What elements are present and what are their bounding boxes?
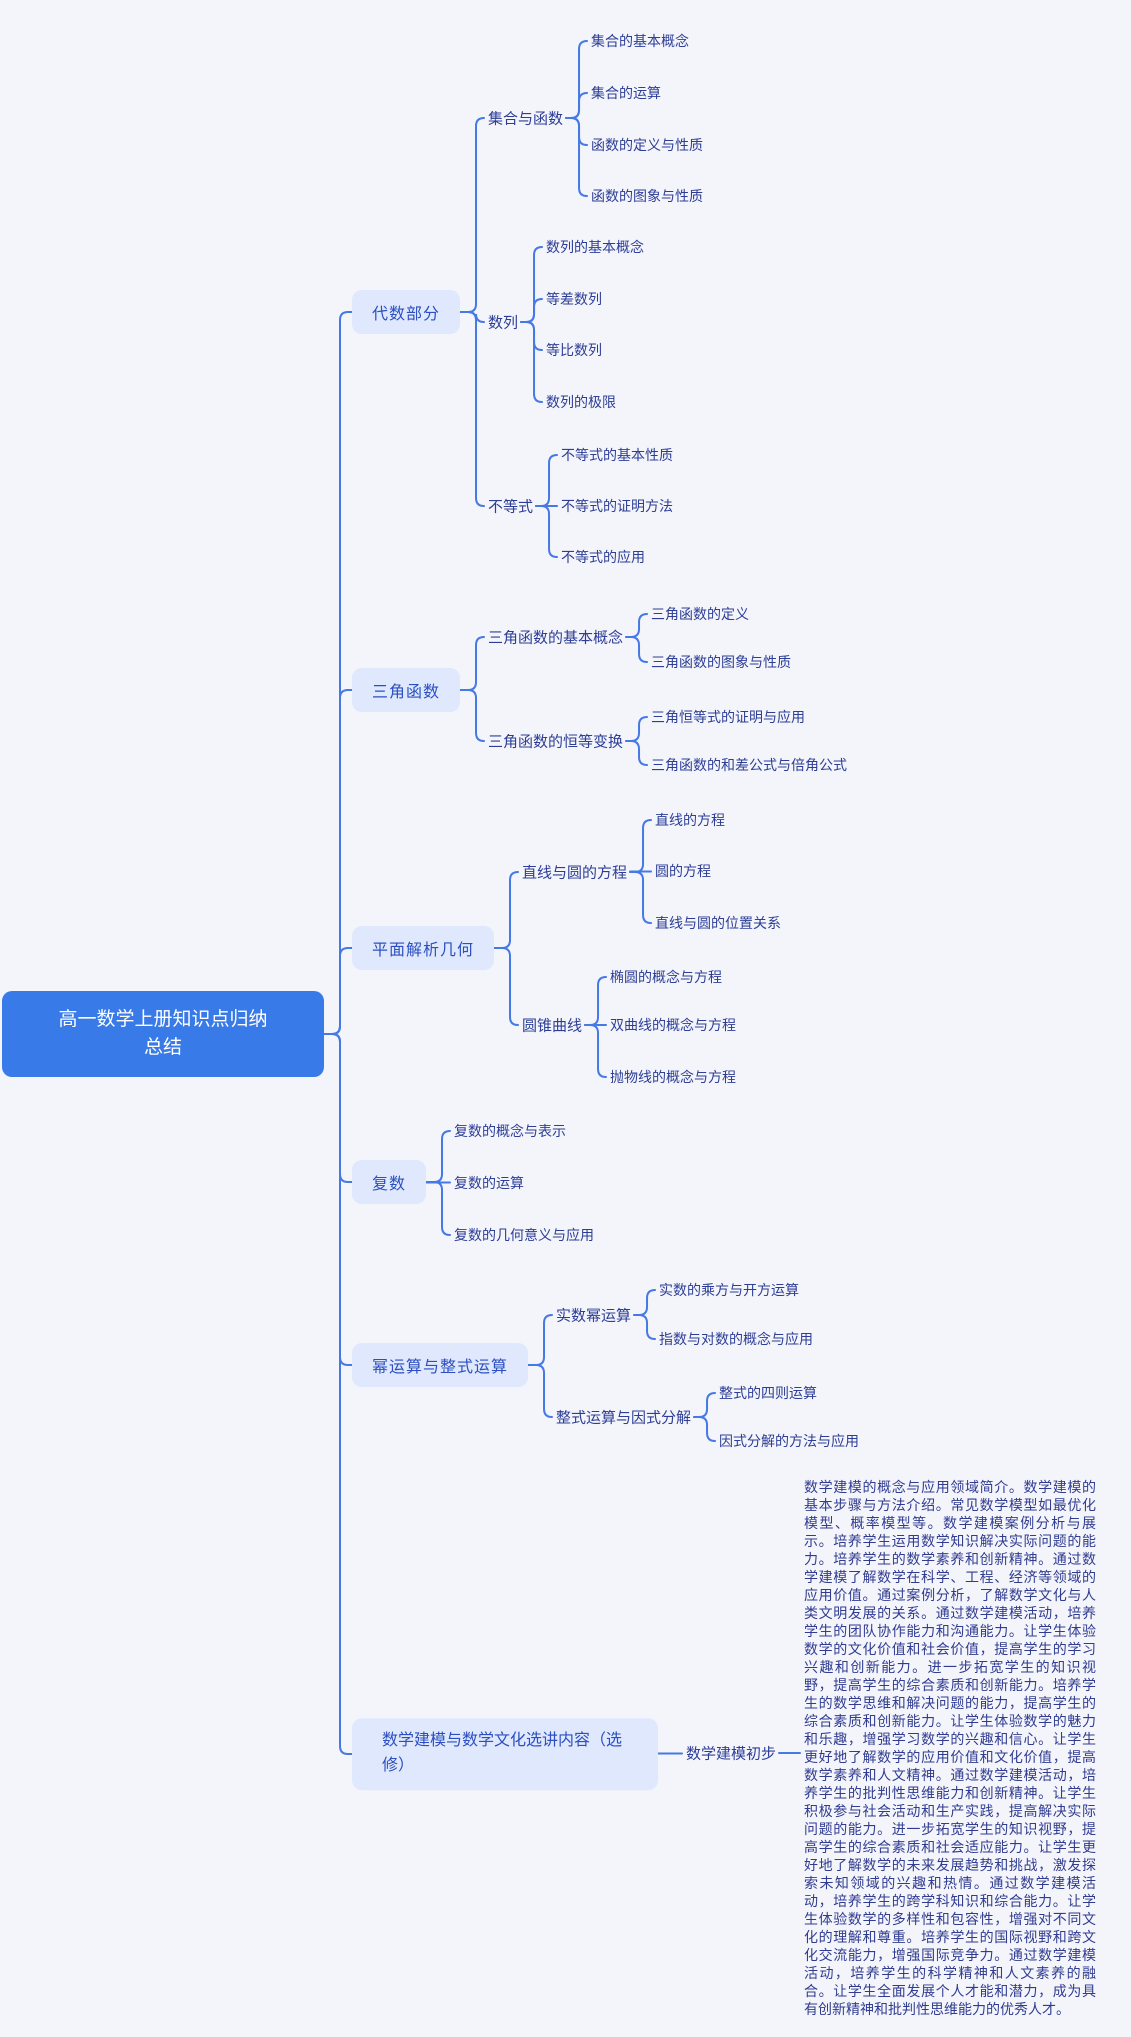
node-trig-definition[interactable]: 三角函数的定义 <box>651 606 750 622</box>
note-math-modeling-description[interactable]: 数学建模的概念与应用领域简介。数学建模的基本步骤与方法介绍。常见数学模型如最优化… <box>804 1479 1097 2017</box>
root-label: 高一数学上册知识点归纳总结 <box>58 1008 268 1059</box>
node-set-basic-concepts[interactable]: 集合的基本概念 <box>591 33 690 49</box>
node-trig-sum-difference-double-angle-formulas[interactable]: 三角函数的和差公式与倍角公式 <box>651 757 848 773</box>
node-complex-concept-representation[interactable]: 复数的概念与表示 <box>454 1123 567 1139</box>
node-set-operations[interactable]: 集合的运算 <box>591 85 662 101</box>
node-power-polynomial-operations-section[interactable]: 幂运算与整式运算 <box>352 1343 529 1387</box>
node-power-root-operations[interactable]: 实数的乘方与开方运算 <box>659 1282 800 1298</box>
node-sequence-basic-concepts[interactable]: 数列的基本概念 <box>546 239 645 255</box>
node-parabola-concept-equation[interactable]: 抛物线的概念与方程 <box>610 1069 737 1085</box>
node-trigonometry-section[interactable]: 三角函数 <box>352 668 461 712</box>
node-arithmetic-sequence[interactable]: 等差数列 <box>546 291 603 307</box>
node-polynomial-four-operations[interactable]: 整式的四则运算 <box>719 1385 818 1401</box>
node-line-circle-position-relation[interactable]: 直线与圆的位置关系 <box>655 915 782 931</box>
node-exponent-logarithm-concepts[interactable]: 指数与对数的概念与应用 <box>659 1331 814 1347</box>
node-inequalities[interactable]: 不等式 <box>488 498 534 516</box>
node-geometric-sequence[interactable]: 等比数列 <box>546 342 603 358</box>
node-root[interactable]: 高一数学上册知识点归纳总结 <box>2 991 324 1077</box>
node-real-number-power-operations[interactable]: 实数幂运算 <box>556 1307 632 1325</box>
node-sequences[interactable]: 数列 <box>488 314 519 332</box>
node-math-modeling-culture-section[interactable]: 数学建模与数学文化选讲内容（选修） <box>352 1718 658 1790</box>
node-trig-basic-concepts[interactable]: 三角函数的基本概念 <box>488 629 624 647</box>
node-complex-geometric-meaning[interactable]: 复数的几何意义与应用 <box>454 1227 595 1243</box>
node-sets-and-functions[interactable]: 集合与函数 <box>488 110 564 128</box>
node-trig-identity-transformations[interactable]: 三角函数的恒等变换 <box>488 733 624 751</box>
node-inequality-applications[interactable]: 不等式的应用 <box>561 549 646 565</box>
node-factoring-methods-applications[interactable]: 因式分解的方法与应用 <box>719 1433 860 1449</box>
node-line-equation[interactable]: 直线的方程 <box>655 812 726 828</box>
node-line-circle-equations[interactable]: 直线与圆的方程 <box>522 864 628 882</box>
node-circle-equation[interactable]: 圆的方程 <box>655 863 712 879</box>
node-hyperbola-concept-equation[interactable]: 双曲线的概念与方程 <box>610 1017 737 1033</box>
node-inequality-basic-properties[interactable]: 不等式的基本性质 <box>561 447 674 463</box>
node-trig-identity-proof-application[interactable]: 三角恒等式的证明与应用 <box>651 709 806 725</box>
node-algebra-section[interactable]: 代数部分 <box>352 290 461 334</box>
node-inequality-proof-methods[interactable]: 不等式的证明方法 <box>561 498 674 514</box>
node-complex-numbers-section[interactable]: 复数 <box>352 1160 427 1204</box>
node-ellipse-concept-equation[interactable]: 椭圆的概念与方程 <box>610 969 723 985</box>
node-math-modeling-intro[interactable]: 数学建模初步 <box>686 1745 777 1763</box>
node-sequence-limits[interactable]: 数列的极限 <box>546 394 617 410</box>
node-function-graph-properties[interactable]: 函数的图象与性质 <box>591 188 704 204</box>
node-trig-graph-properties[interactable]: 三角函数的图象与性质 <box>651 654 792 670</box>
node-conic-sections[interactable]: 圆锥曲线 <box>522 1017 583 1035</box>
node-polynomial-operations-factoring[interactable]: 整式运算与因式分解 <box>556 1409 692 1427</box>
node-function-definition-properties[interactable]: 函数的定义与性质 <box>591 137 704 153</box>
node-plane-analytic-geometry-section[interactable]: 平面解析几何 <box>352 926 495 970</box>
node-complex-operations[interactable]: 复数的运算 <box>454 1175 525 1191</box>
